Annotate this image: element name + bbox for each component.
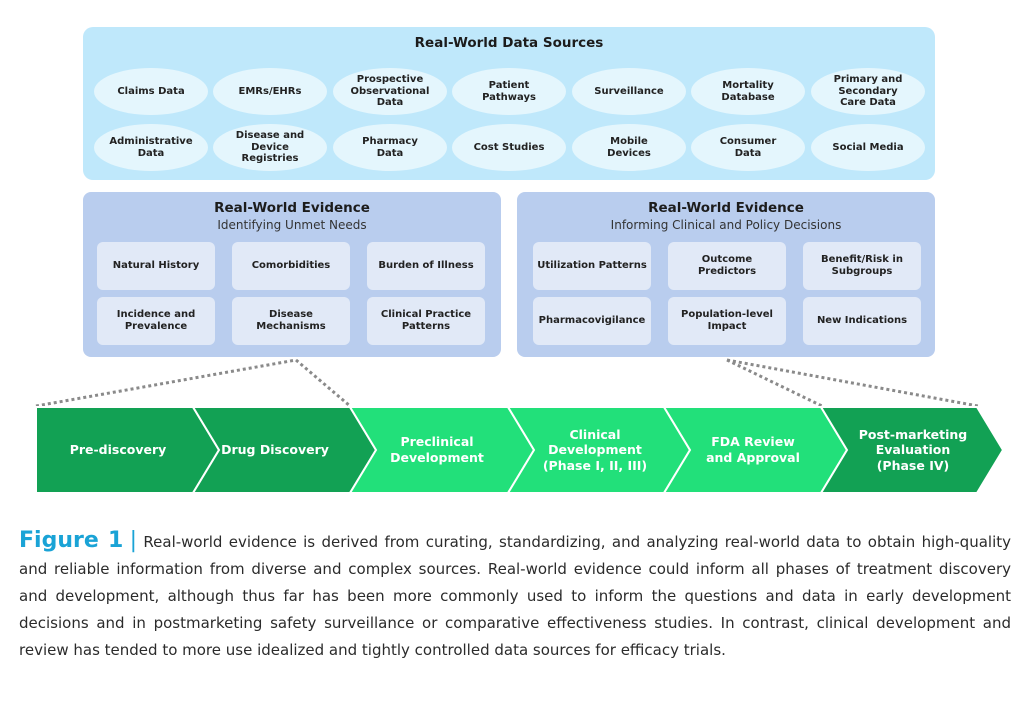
- evidence-left-subtitle: Identifying Unmet Needs: [217, 218, 367, 232]
- source-cost-studies: Cost Studies: [452, 124, 566, 171]
- source-mobile-devices: Mobile Devices: [572, 124, 686, 171]
- connector-left-a: [35, 358, 297, 408]
- evidence-decisions-panel: Real-World Evidence Informing Clinical a…: [517, 192, 935, 357]
- evidence-clinical-practice-patterns: Clinical Practice Patterns: [367, 297, 485, 345]
- stage-clinical-development: Clinical Development (Phase I, II, III): [542, 426, 648, 473]
- source-claims-data: Claims Data: [94, 68, 208, 115]
- source-disease-device-registries: Disease and Device Registries: [213, 124, 327, 171]
- development-pipeline: [35, 358, 1005, 494]
- evidence-utilization-patterns: Utilization Patterns: [533, 242, 651, 290]
- source-prospective-observational-data: Prospective Observational Data: [333, 68, 447, 115]
- connector-right-a: [726, 358, 823, 408]
- source-pharmacy-data: Pharmacy Data: [333, 124, 447, 171]
- figure-label: Figure 1: [19, 528, 124, 553]
- evidence-incidence-prevalence: Incidence and Prevalence: [97, 297, 215, 345]
- figure-caption: Figure 1 | Real-world evidence is derive…: [19, 527, 1011, 664]
- connector-left-b: [295, 358, 351, 408]
- evidence-pharmacovigilance: Pharmacovigilance: [533, 297, 651, 345]
- source-surveillance: Surveillance: [572, 68, 686, 115]
- figure-separator: |: [129, 528, 138, 553]
- chevron-post-marketing: [819, 406, 1005, 494]
- source-mortality-database: Mortality Database: [691, 68, 805, 115]
- evidence-comorbidities: Comorbidities: [232, 242, 350, 290]
- evidence-outcome-predictors: Outcome Predictors: [668, 242, 786, 290]
- source-emrs-ehrs: EMRs/EHRs: [213, 68, 327, 115]
- data-sources-panel: Real-World Data Sources Claims Data EMRs…: [83, 27, 935, 180]
- source-patient-pathways: Patient Pathways: [452, 68, 566, 115]
- stage-drug-discovery: Drug Discovery: [221, 442, 329, 458]
- evidence-unmet-needs-panel: Real-World Evidence Identifying Unmet Ne…: [83, 192, 501, 357]
- evidence-right-subtitle: Informing Clinical and Policy Decisions: [610, 218, 842, 232]
- connector-right-b: [726, 358, 979, 408]
- evidence-burden-of-illness: Burden of Illness: [367, 242, 485, 290]
- stage-pre-discovery: Pre-discovery: [69, 442, 167, 458]
- evidence-natural-history: Natural History: [97, 242, 215, 290]
- evidence-population-level-impact: Population-level Impact: [668, 297, 786, 345]
- source-social-media: Social Media: [811, 124, 925, 171]
- stage-preclinical-development: Preclinical Development: [390, 434, 484, 465]
- stage-fda-review: FDA Review and Approval: [706, 434, 800, 465]
- evidence-disease-mechanisms: Disease Mechanisms: [232, 297, 350, 345]
- data-sources-title: Real-World Data Sources: [414, 35, 604, 51]
- stage-post-marketing: Post-marketing Evaluation (Phase IV): [858, 426, 968, 473]
- evidence-right-title: Real-World Evidence: [648, 200, 804, 216]
- source-primary-secondary-care-data: Primary and Secondary Care Data: [811, 68, 925, 115]
- evidence-benefit-risk-subgroups: Benefit/Risk in Subgroups: [803, 242, 921, 290]
- evidence-left-title: Real-World Evidence: [214, 200, 370, 216]
- caption-text: Real-world evidence is derived from cura…: [19, 533, 1011, 659]
- source-consumer-data: Consumer Data: [691, 124, 805, 171]
- source-administrative-data: Administrative Data: [94, 124, 208, 171]
- evidence-new-indications: New Indications: [803, 297, 921, 345]
